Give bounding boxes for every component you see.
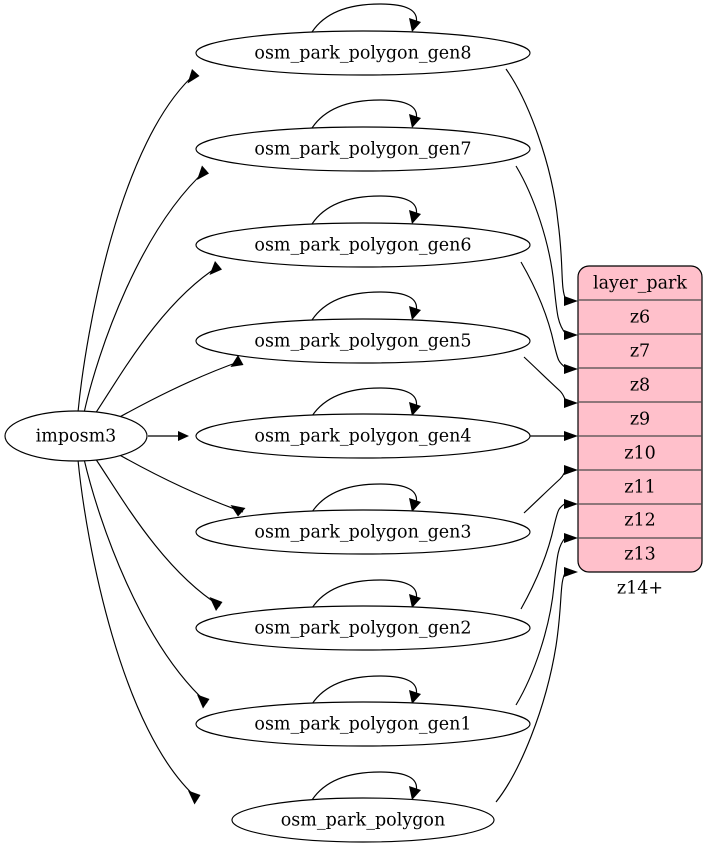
node-gen1[interactable]: osm_park_polygon_gen1 — [195, 701, 531, 747]
self-loop-gen6 — [311, 195, 421, 225]
node-gen6[interactable]: osm_park_polygon_gen6 — [195, 222, 531, 268]
node-gen4[interactable]: osm_park_polygon_gen4 — [195, 413, 531, 459]
edge-imposm3-to-gen5 — [115, 355, 244, 420]
edge-gen5-to-z9 — [523, 356, 578, 408]
self-loop-gen5 — [311, 291, 421, 321]
edge-gen2-to-z12 — [520, 499, 578, 610]
node-gen3[interactable]: osm_park_polygon_gen3 — [195, 509, 531, 555]
edge-gen7-to-z7 — [515, 165, 578, 340]
node-gen8-label: osm_park_polygon_gen8 — [254, 44, 471, 64]
edges-to-layer-park — [495, 68, 578, 803]
edge-imposm3-to-gen3 — [115, 452, 246, 517]
edge-imposm3-to-gen1 — [83, 458, 210, 709]
self-loop-gen7 — [311, 99, 421, 129]
node-gen2[interactable]: osm_park_polygon_gen2 — [195, 605, 531, 651]
node-gen7-label: osm_park_polygon_gen7 — [254, 140, 471, 160]
edge-imposm3-to-gen8 — [77, 69, 200, 413]
self-loop-gen3 — [311, 483, 421, 513]
table-header-layer-park: layer_park — [593, 274, 687, 294]
self-loop-gen1 — [311, 675, 421, 705]
edge-imposm3-to-gen4 — [148, 431, 189, 441]
edge-imposm3-to-gen2 — [94, 457, 223, 611]
table-row-z9[interactable]: z9 — [630, 410, 650, 430]
edge-gen8-to-z6 — [505, 68, 578, 306]
node-gen2-label: osm_park_polygon_gen2 — [254, 619, 471, 639]
table-row-z12[interactable]: z12 — [624, 511, 656, 531]
table-row-z10[interactable]: z10 — [624, 444, 656, 464]
self-loop-gen8 — [311, 3, 421, 33]
self-loop-edges — [311, 3, 421, 801]
self-loop-gen2 — [311, 579, 421, 609]
node-base-label: osm_park_polygon — [281, 811, 445, 831]
node-base[interactable]: osm_park_polygon — [231, 797, 495, 843]
table-row-z6[interactable]: z6 — [630, 308, 650, 328]
node-gen8[interactable]: osm_park_polygon_gen8 — [195, 30, 531, 76]
table-row-z8[interactable]: z8 — [630, 376, 650, 396]
edge-imposm3-to-gen7 — [83, 165, 209, 414]
node-gen4-label: osm_park_polygon_gen4 — [254, 427, 471, 447]
node-gen7[interactable]: osm_park_polygon_gen7 — [195, 126, 531, 172]
node-gen3-label: osm_park_polygon_gen3 — [254, 523, 471, 543]
table-row-z7[interactable]: z7 — [630, 342, 650, 362]
table-layer-park[interactable]: layer_park z6 z7 z8 z9 z10 z11 z12 z13 z… — [577, 265, 703, 599]
self-loop-base — [311, 771, 421, 801]
edge-gen6-to-z8 — [520, 261, 578, 374]
node-gen1-label: osm_park_polygon_gen1 — [254, 715, 471, 735]
table-row-z14plus[interactable]: z14+ — [617, 579, 663, 599]
node-gen5-label: osm_park_polygon_gen5 — [254, 332, 471, 352]
table-row-z13[interactable]: z13 — [624, 545, 656, 565]
table-row-z11[interactable]: z11 — [624, 478, 656, 498]
edges-from-source — [77, 69, 246, 805]
node-gen6-label: osm_park_polygon_gen6 — [254, 236, 471, 256]
node-imposm3-label: imposm3 — [36, 427, 117, 447]
edge-gen4-to-z10 — [530, 431, 578, 441]
edge-imposm3-to-gen6 — [94, 261, 222, 415]
node-imposm3[interactable]: imposm3 — [4, 410, 148, 462]
edge-gen3-to-z11 — [523, 465, 578, 514]
node-gen5[interactable]: osm_park_polygon_gen5 — [195, 318, 531, 364]
edge-base-to-z14plus — [495, 567, 578, 803]
self-loop-gen4 — [311, 387, 421, 417]
edge-imposm3-to-base — [77, 459, 201, 805]
edge-gen1-to-z13 — [515, 533, 578, 706]
